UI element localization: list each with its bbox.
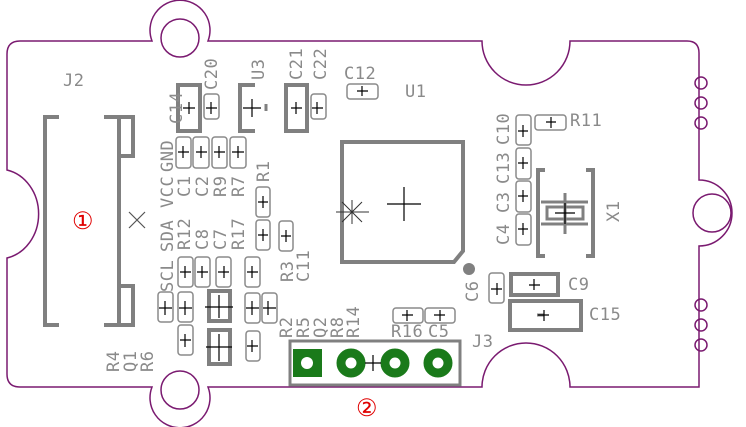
- label-u1: U1: [405, 82, 426, 102]
- label-c3: C3: [494, 192, 514, 213]
- label-r11: R11: [570, 111, 602, 131]
- u1-pin1-asterisk: [336, 200, 369, 224]
- label-sda: SDA: [158, 220, 178, 252]
- label-c6: C6: [463, 281, 483, 302]
- label-c20: C20: [202, 58, 222, 90]
- label-gnd: GND: [158, 140, 178, 172]
- label-r17: R17: [229, 218, 249, 250]
- c10-c13-c3-c4-footprints: [515, 114, 532, 246]
- label-q2: Q2: [311, 317, 331, 338]
- label-c12: C12: [344, 64, 376, 84]
- callout-2: ②: [356, 394, 378, 422]
- label-j2: J2: [63, 71, 84, 91]
- board-outline: [6, 0, 733, 427]
- j2-connector: [43, 115, 146, 327]
- label-r4: R4: [104, 351, 124, 372]
- pin1-dot: [463, 263, 475, 275]
- lower-left-footprints: [157, 256, 278, 366]
- u1-footprint: [340, 140, 465, 264]
- label-c14: C14: [167, 92, 187, 124]
- label-r7: R7: [229, 176, 249, 197]
- c21-footprint: [284, 83, 309, 133]
- label-c11: C11: [294, 250, 314, 282]
- label-u3: U3: [249, 59, 269, 80]
- label-c22: C22: [311, 48, 331, 80]
- label-vcc: VCC: [158, 176, 178, 208]
- r1-area-footprints: [255, 186, 294, 252]
- label-r9: R9: [211, 176, 231, 197]
- label-c15: C15: [589, 305, 621, 325]
- edge-castellations: [694, 76, 708, 352]
- label-q1: Q1: [121, 351, 141, 372]
- label-c4: C4: [494, 224, 514, 245]
- label-c13: C13: [494, 152, 514, 184]
- label-c9: C9: [568, 275, 589, 295]
- label-c5: C5: [428, 322, 449, 342]
- label-j3: J3: [472, 332, 493, 352]
- x1-crystal: [536, 168, 595, 258]
- label-r12: R12: [175, 218, 195, 250]
- label-c8: C8: [193, 229, 213, 250]
- label-scl: SCL: [158, 260, 178, 292]
- mounting-hole-right: [692, 193, 732, 233]
- label-r5: R5: [294, 317, 314, 338]
- label-r6: R6: [138, 351, 158, 372]
- row2-footprints: [175, 136, 247, 169]
- label-r3: R3: [278, 261, 298, 282]
- label-c21: C21: [287, 48, 307, 80]
- c9-footprint: [509, 272, 560, 297]
- mounting-hole-bottom-left: [160, 370, 200, 410]
- label-c7: C7: [211, 229, 231, 250]
- label-c2: C2: [193, 176, 213, 197]
- pin1-x-mark: [128, 211, 146, 229]
- label-r14: R14: [344, 306, 364, 338]
- label-c10: C10: [494, 113, 514, 145]
- j3-round-pads: [336, 348, 453, 378]
- c22-footprint: [310, 93, 327, 120]
- c15-footprint: [508, 299, 583, 332]
- label-r1: R1: [254, 161, 274, 182]
- c14-footprint: [176, 83, 202, 133]
- mounting-hole-top-left: [160, 18, 200, 58]
- label-r8: R8: [328, 317, 348, 338]
- label-x1: X1: [604, 201, 624, 222]
- label-r2: R2: [277, 317, 297, 338]
- label-c1: C1: [175, 176, 195, 197]
- u3-footprint: [238, 83, 255, 133]
- callout-1: ①: [72, 207, 94, 235]
- label-r16: R16: [391, 322, 423, 342]
- j3-connector: [288, 339, 462, 387]
